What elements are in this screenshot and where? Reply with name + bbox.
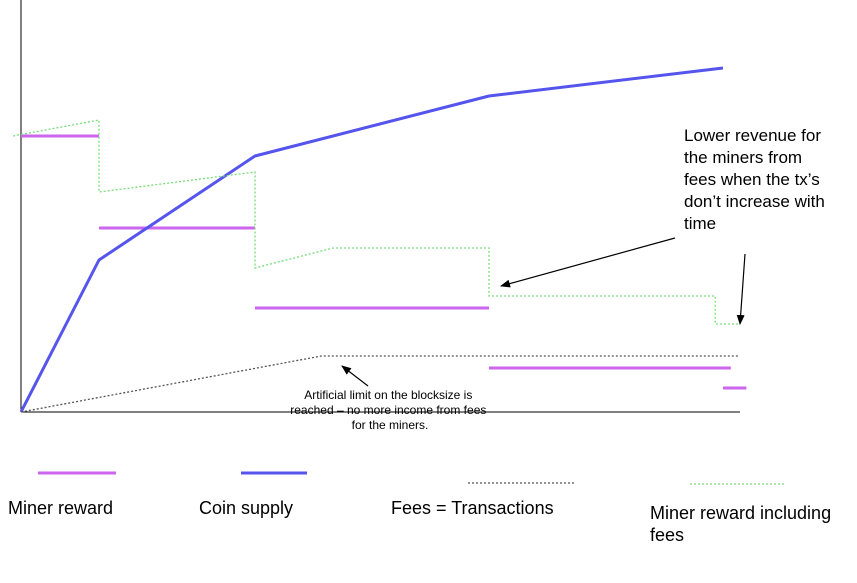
legend-label-miner-reward: Miner reward	[8, 498, 114, 518]
fees-transactions-line	[20, 355, 739, 413]
arrow-to-final-drop	[736, 253, 746, 325]
annotation-blocksize-line-3: for the miners.	[352, 418, 429, 432]
coin-supply-line	[19, 66, 724, 413]
annotation-lower-revenue-line-5: time	[684, 214, 716, 233]
annotation-lower-revenue-line-2: the miners from	[684, 148, 802, 167]
annotation-blocksize-limit: Artificial limit on the blocksize is rea…	[290, 388, 489, 432]
annotation-blocksize-line-1: Artificial limit on the blocksize is	[304, 388, 472, 402]
legend-label-fees: Fees = Transactions	[391, 498, 554, 518]
arrow-to-blocksize-limit	[341, 365, 369, 387]
annotation-blocksize-line-2: reached – no more income from fees	[290, 403, 486, 417]
annotation-lower-revenue-line-3: fees when the tx’s	[684, 170, 820, 189]
series-layer	[13, 66, 747, 413]
arrow-to-fee-drop	[500, 237, 676, 288]
legend-label-reward-incl-fees-line-1: Miner reward including	[650, 503, 832, 523]
legend-label-coin-supply: Coin supply	[199, 498, 294, 518]
legend-label-reward-incl-fees: Miner reward including fees	[650, 502, 831, 546]
annotation-lower-revenue-line-4: don’t increase with	[684, 192, 825, 211]
miner-reward-including-fees-line	[13, 119, 739, 325]
annotation-lower-revenue-line-1: Lower revenue for	[684, 126, 821, 145]
legend-label-reward-incl-fees-line-2: fees	[650, 525, 685, 545]
annotation-lower-revenue: Lower revenue for the miners from fees w…	[684, 126, 830, 233]
